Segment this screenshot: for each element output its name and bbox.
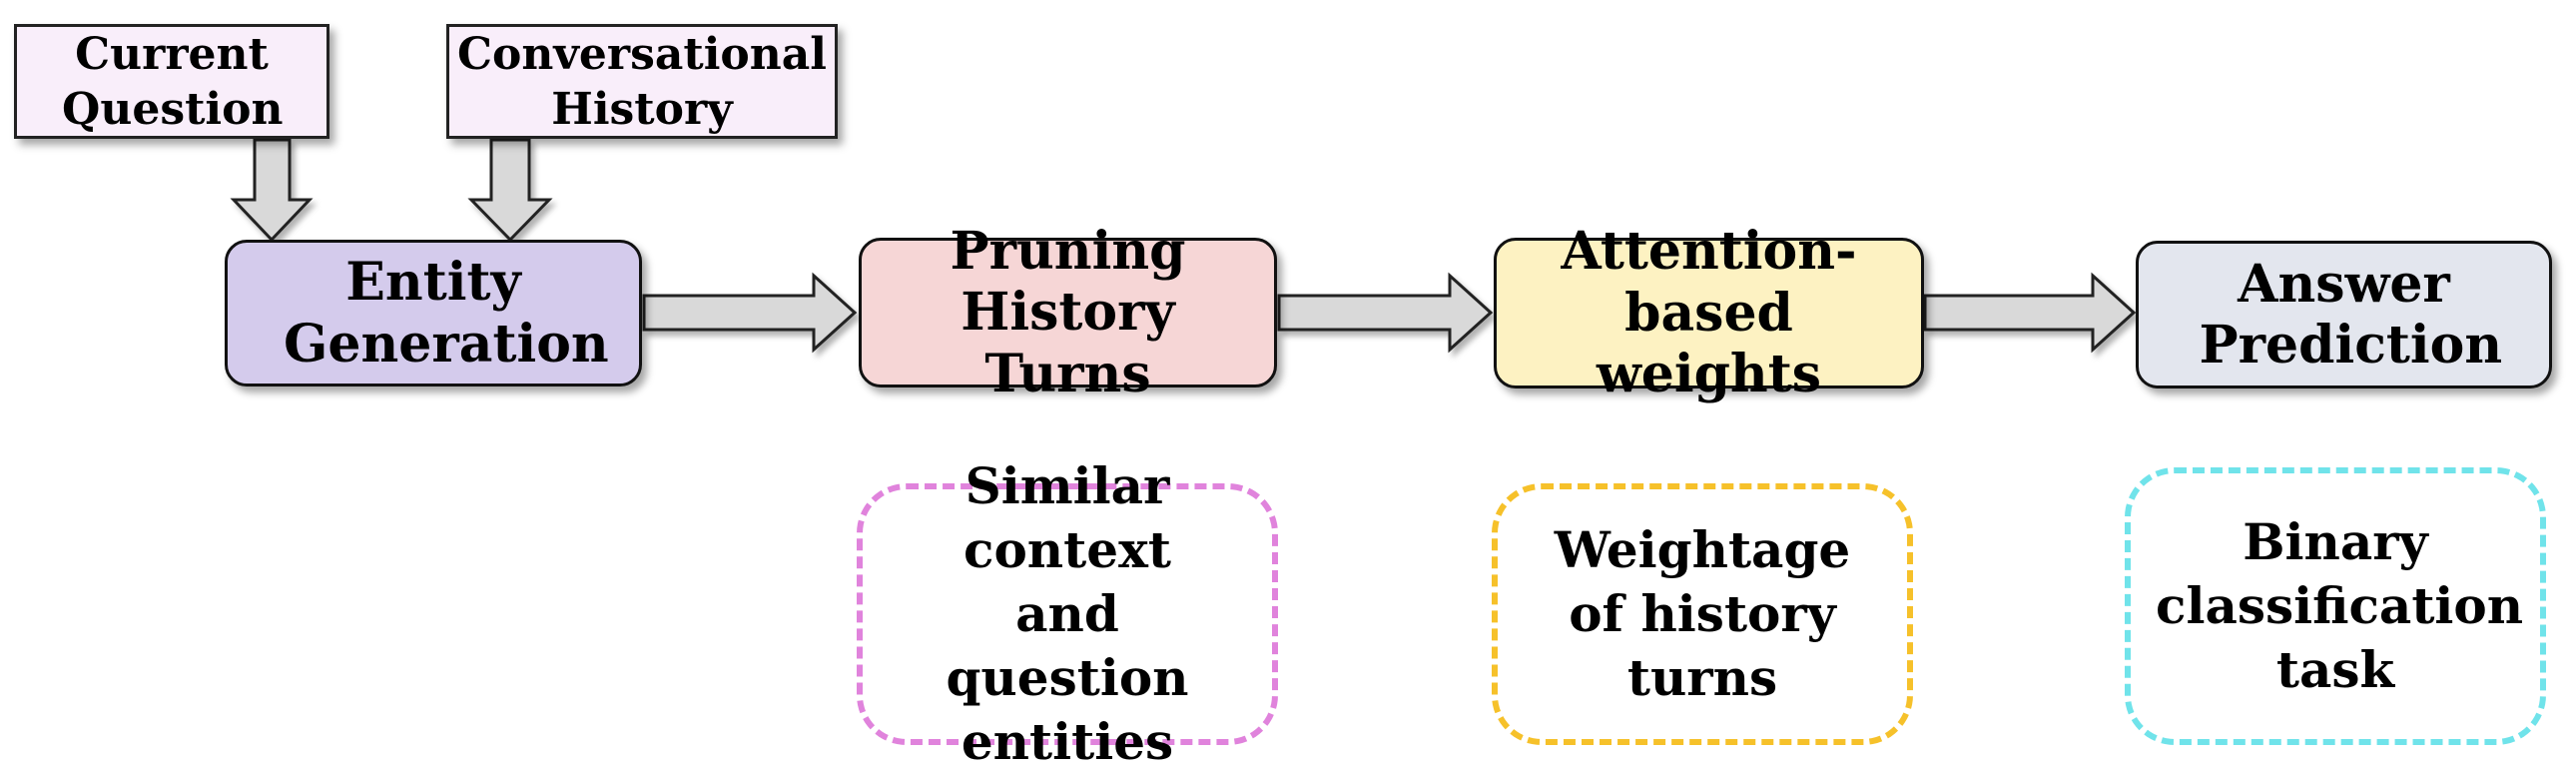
arrow-attention-to-prediction	[1923, 272, 2137, 354]
conversational-history-label: Conversational History	[457, 28, 827, 135]
pruning-note-text: Similar context and question entities	[946, 456, 1189, 771]
arrow-pruning-to-attention	[1277, 272, 1494, 354]
current-question-label: Current Question	[62, 28, 284, 135]
entity-generation-label: Entity Generation	[284, 252, 609, 375]
answer-prediction-box: Answer Prediction	[2136, 241, 2552, 388]
attention-based-weights-label: Attention-based weights	[1561, 221, 1857, 405]
attention-note-text: Weightage of history turns	[1554, 520, 1851, 707]
entity-generation-box: Entity Generation	[225, 240, 642, 387]
pruning-history-turns-label: Pruning History Turns	[950, 220, 1186, 404]
conversational-history-box: Conversational History	[446, 24, 838, 139]
attention-note-box: Weightage of history turns	[1492, 483, 1913, 745]
current-question-box: Current Question	[14, 24, 329, 139]
answer-prediction-label: Answer Prediction	[2199, 253, 2503, 376]
pruning-history-turns-box: Pruning History Turns	[859, 221, 1277, 404]
attention-based-weights-box: Attention-based weights	[1494, 221, 1924, 404]
prediction-note-text: Binary classification task	[2156, 512, 2524, 699]
prediction-note-box: Binary classification task	[2125, 467, 2546, 745]
arrow-entity-to-pruning	[642, 272, 858, 354]
arrow-conversational-history-down	[467, 138, 553, 243]
arrow-current-question-down	[230, 138, 314, 243]
pruning-note-box: Similar context and question entities	[857, 456, 1278, 771]
